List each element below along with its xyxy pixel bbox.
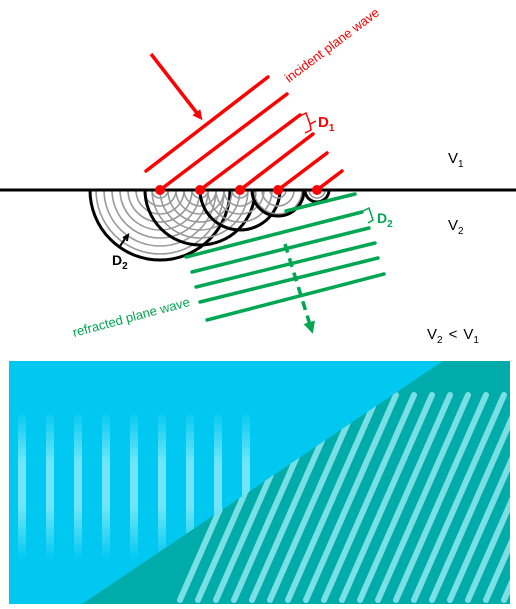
refracted-label: refracted plane wave (71, 294, 191, 340)
incident-crest (18, 410, 26, 560)
incident-crest (46, 410, 54, 560)
wavelet-ring (159, 189, 241, 231)
wavelet-ring (103, 189, 217, 247)
refracted-crest (267, 392, 363, 603)
wavelet-ring (135, 189, 185, 215)
refracted-crests (177, 392, 510, 603)
refracted-wavefront (205, 272, 386, 322)
refracted-crest (393, 392, 489, 603)
refracted-crest (411, 392, 507, 603)
incident-wavefront (238, 132, 315, 192)
d1-bracket (299, 111, 317, 134)
wavelet-outer (198, 189, 282, 232)
incident-wavefront (198, 113, 302, 192)
wavelet-ring (111, 189, 209, 239)
wavelet-ring (175, 189, 225, 215)
wavelet-ring (231, 189, 249, 199)
refracted-crest (339, 392, 435, 603)
incidence-point (195, 185, 205, 195)
refracted-wavefront (284, 192, 357, 213)
wavelet-ring (119, 189, 201, 231)
wavelet-ring (151, 189, 249, 239)
wavelet-ring (253, 189, 303, 215)
refracted-wavefront (184, 210, 364, 259)
incidence-point (312, 185, 322, 195)
incident-wavefront (276, 151, 329, 192)
incident-wavefront (158, 92, 289, 192)
d2-black-label: D2 (112, 252, 128, 272)
v2-label: V2 (448, 217, 464, 237)
refracted-crest (465, 392, 510, 603)
incident-crest (186, 410, 194, 560)
refracted-wavefront (198, 256, 380, 304)
medium1-region (9, 361, 443, 604)
incidence-points (155, 185, 322, 195)
wavelet-ring (127, 189, 193, 223)
refracted-direction-arrow (283, 243, 315, 334)
huygens-wavelets (88, 189, 331, 262)
refracted-crest (483, 392, 510, 603)
wavelet-ring (308, 189, 326, 199)
incident-crest (158, 410, 166, 560)
refracted-wavefronts (184, 192, 386, 322)
incident-wavefronts (144, 75, 344, 192)
wavelet-ring (261, 189, 295, 207)
refracted-wavefront (190, 226, 371, 274)
d2-wavelet-arrow (119, 233, 130, 247)
diagram-panel: D1 incident plane wave D2 refracted plan… (0, 5, 516, 346)
d2-green-label: D2 (377, 210, 393, 230)
wavelet-ring (269, 189, 287, 199)
incidence-point (235, 185, 245, 195)
incident-crest (74, 410, 82, 560)
refracted-crest (303, 392, 399, 603)
v1-label: V1 (448, 150, 464, 170)
refracted-crest (429, 392, 510, 603)
wavelet-outer (143, 189, 257, 247)
wavelet-ring (95, 189, 225, 255)
d2-bracket (362, 206, 374, 224)
d1-label: D1 (318, 114, 335, 134)
wavelet-ring (183, 189, 217, 207)
incidence-point (273, 185, 283, 195)
wavelet-outer (88, 189, 232, 262)
refracted-crest (447, 392, 510, 603)
incident-wavefront (315, 169, 344, 192)
refracted-crest (321, 392, 417, 603)
wavelet-outer (250, 189, 306, 218)
wavelet-ring (215, 189, 265, 215)
incident-crest (130, 410, 138, 560)
wave-simulation (9, 361, 510, 604)
incidence-point (155, 185, 165, 195)
refracted-crest (285, 392, 381, 603)
wavelet-ring (167, 189, 233, 223)
refracted-wavefront (194, 241, 377, 289)
incident-label: incident plane wave (282, 5, 382, 86)
incident-crest (102, 410, 110, 560)
incident-crests (18, 410, 250, 560)
incident-direction-arrow (149, 52, 203, 121)
refracted-crest (375, 392, 471, 603)
incident-wavefront (144, 75, 270, 173)
refracted-crest (357, 392, 453, 603)
velocity-relation: V2<V1 (427, 326, 479, 346)
